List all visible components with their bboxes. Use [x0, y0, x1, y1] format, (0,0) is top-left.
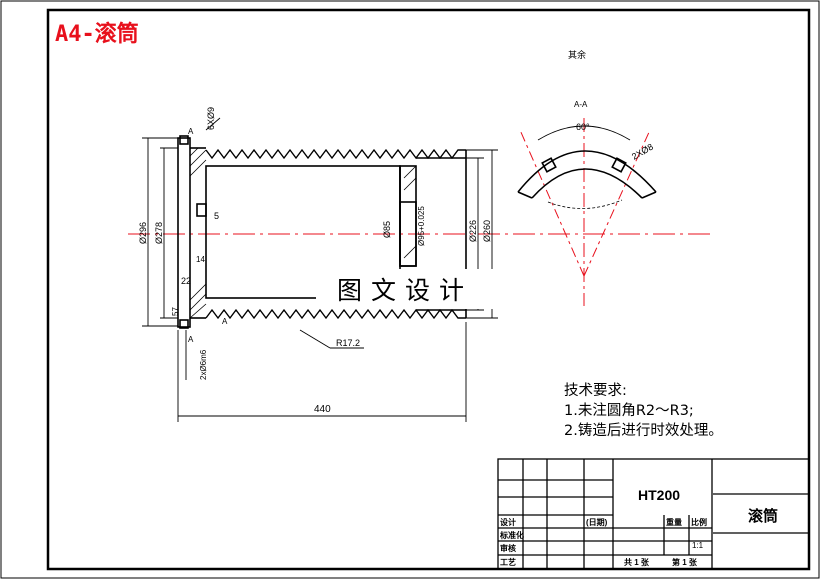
- drum-section-view: [177, 135, 467, 329]
- tb-sheet-no: 第 1 张: [672, 557, 698, 567]
- centerline-section-left: [519, 129, 585, 277]
- tb-label-design: 设计: [500, 517, 516, 527]
- title-material: HT200: [638, 487, 680, 503]
- dim-w22: 22: [181, 276, 191, 286]
- section-mark-a-bottom: A: [188, 335, 194, 344]
- dim-d278: Ø278: [154, 222, 164, 244]
- sheet-label: A4-滚筒: [55, 22, 139, 47]
- tb-label-review: 审核: [500, 543, 516, 553]
- tb-label-standard: 标准化: [499, 530, 524, 540]
- dim-radius: R17.2: [336, 338, 360, 348]
- dim-w14: 14: [196, 255, 205, 264]
- watermark: 图文设计: [316, 269, 494, 309]
- technical-requirements: 技术要求: 1.未注圆角R2～R3; 2.铸造后进行时效处理。: [564, 381, 723, 441]
- dim-w57: 57: [171, 307, 180, 316]
- tech-req-item-1: 1.未注圆角R2～R3;: [564, 403, 694, 419]
- drawing-frame: [46, 8, 811, 571]
- section-a-a-view: [517, 125, 657, 209]
- dim-d260: Ø260: [482, 220, 492, 242]
- dim-pin-holes: 2xØ6m6: [199, 349, 208, 380]
- dim-d296: Ø296: [138, 222, 148, 244]
- dim-w5: 5: [214, 211, 219, 221]
- surface-note: 其余: [568, 49, 586, 60]
- tb-label-scale: 比例: [691, 517, 707, 527]
- title-block: [497, 458, 810, 570]
- hatching-left-wall: [189, 147, 417, 319]
- groove-profile-bottom: [205, 308, 466, 320]
- tech-req-heading: 技术要求:: [564, 383, 627, 399]
- tech-req-item-2: 2.铸造后进行时效处理。: [564, 423, 723, 439]
- dim-d226: Ø226: [468, 220, 478, 242]
- dim-d85: Ø85: [382, 221, 392, 238]
- section-label: A-A: [574, 100, 588, 109]
- tb-label-process: 工艺: [500, 557, 516, 567]
- title-part-name: 滚筒: [748, 507, 778, 525]
- section-mark-a-hole: A: [222, 317, 228, 326]
- dim-d95: Ø95+0.025: [417, 206, 426, 246]
- dim-holes-right: 2XØ8: [630, 142, 655, 162]
- centerline-section-right: [583, 129, 651, 277]
- dim-length: 440: [314, 404, 331, 415]
- tb-scale-value: 1:1: [692, 541, 704, 550]
- section-angle-label: 60°: [576, 122, 590, 132]
- groove-profile-top: [205, 148, 466, 160]
- dim-holes-left: 6XØ9: [206, 107, 216, 130]
- section-mark-a-top: A: [188, 127, 194, 136]
- tb-label-weight: 重量: [666, 517, 682, 527]
- tb-label-date: (日期): [586, 517, 608, 527]
- tb-sheets-total: 共 1 张: [624, 557, 650, 567]
